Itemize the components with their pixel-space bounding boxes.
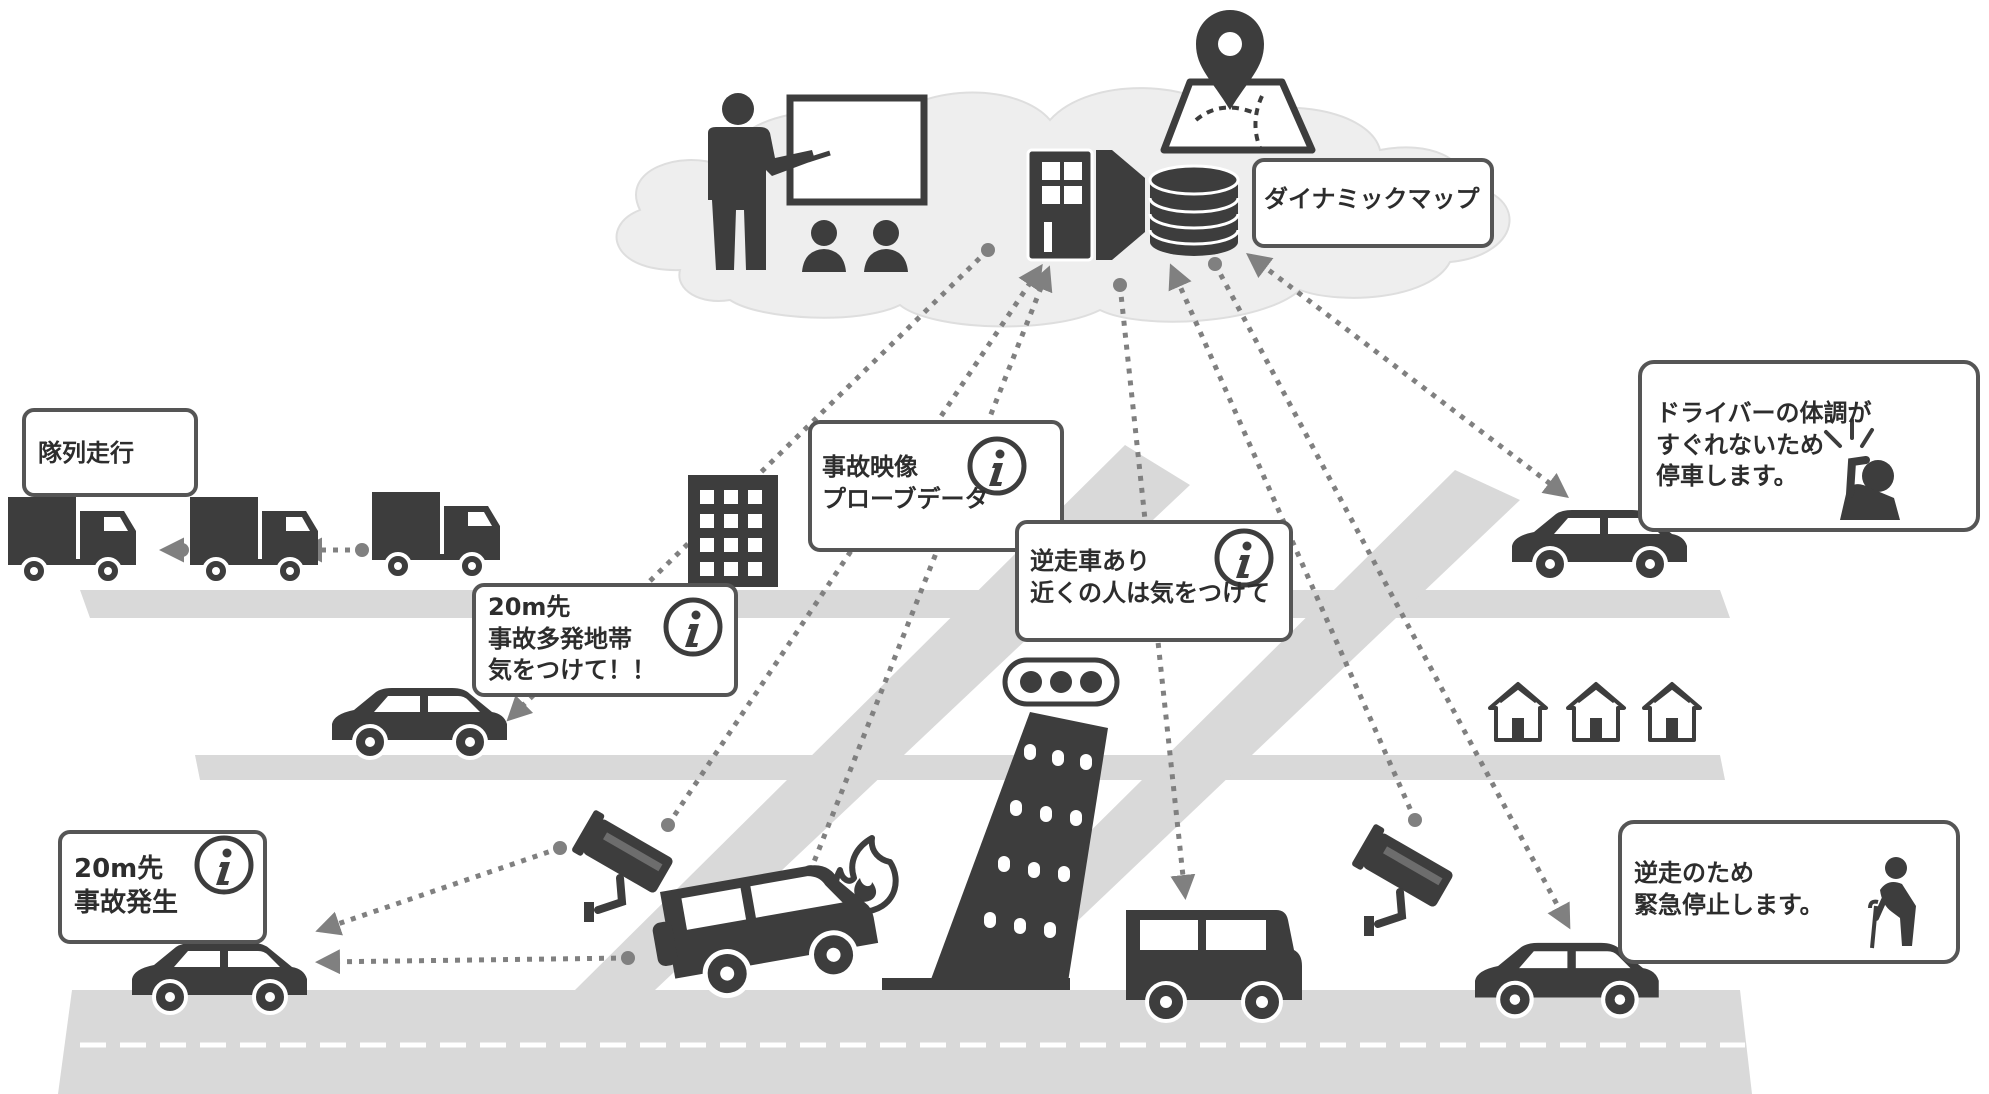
hazard-zone-label: 20m先 事故多発地帯 気をつけて！！ [488, 592, 656, 687]
callout-platooning [22, 408, 198, 497]
callout-driver-condition [1638, 360, 1980, 532]
leaning-tower-icon [882, 712, 1108, 990]
hazard-zone-line: 20m先 [488, 593, 571, 621]
driver-condition-line: 停車します。 [1656, 462, 1798, 491]
arrow-camera-right [1168, 263, 1418, 822]
accident-ahead-label: 20m先 事故発生 [74, 852, 178, 921]
callout-dynamic-map [1252, 158, 1494, 248]
info-icon [666, 600, 720, 654]
dynamic-map-label: ダイナミックマップ [1264, 185, 1480, 213]
platooning-label: 隊列走行 [38, 439, 134, 467]
accident-video-line: プローブデータ [822, 484, 989, 513]
accident-ahead-line: 事故発生 [74, 888, 179, 919]
arrow-accident-video [665, 263, 1043, 827]
security-camera-icon [1351, 823, 1456, 936]
arrow-camera-to-car [315, 845, 561, 936]
security-camera-icon [571, 809, 676, 922]
house-icon [1642, 682, 1702, 742]
sick-driver-icon [1824, 418, 1900, 520]
accident-ahead-line: 20m先 [74, 854, 164, 884]
driver-condition-line: ドライバーの体調が [1656, 399, 1872, 427]
arrow-accident-to-car [315, 949, 629, 975]
wrong-way-line: 逆走車あり [1030, 547, 1150, 575]
suv-icon [652, 865, 879, 999]
emergency-stop-line: 緊急停止します。 [1634, 890, 1824, 919]
truck-icon [6, 495, 138, 585]
truck-icon [188, 495, 320, 585]
elderly-person-icon [1868, 857, 1916, 949]
accident-video-line: 事故映像 [822, 453, 918, 481]
car-icon [330, 686, 509, 760]
house-icon [1488, 682, 1548, 742]
info-icon [197, 838, 251, 892]
wrong-way-line: 近くの人は気をつけて [1030, 578, 1270, 607]
truck-icon [370, 490, 502, 580]
traffic-light-icon [1002, 657, 1120, 707]
suv-icon [1126, 910, 1302, 1023]
emergency-stop-label: 逆走のため 緊急停止します。 [1634, 858, 1824, 921]
map-icon [1160, 78, 1316, 154]
road-middle [195, 755, 1725, 780]
wrong-way-warning-label: 逆走車あり 近くの人は気をつけて [1030, 546, 1270, 609]
road-top [80, 590, 1730, 618]
house-icon [1566, 682, 1626, 742]
driver-condition-line: すぐれないため [1656, 430, 1824, 459]
arrow-hazard-zone [506, 248, 990, 722]
hazard-zone-line: 気をつけて！！ [488, 656, 656, 685]
emergency-stop-line: 逆走のため [1634, 859, 1754, 887]
road-bottom [58, 990, 1752, 1094]
driver-condition-label: ドライバーの体調が すぐれないため 停車します。 [1656, 398, 1872, 493]
database-icon [1148, 164, 1240, 256]
accident-video-label: 事故映像 プローブデータ [822, 452, 989, 515]
server-icon [1026, 148, 1145, 262]
map-pin-icon [1196, 10, 1264, 110]
presenter-icon [708, 93, 928, 270]
hazard-zone-line: 事故多発地帯 [488, 624, 632, 653]
audience-icon [802, 220, 908, 272]
office-building-icon [688, 475, 778, 587]
